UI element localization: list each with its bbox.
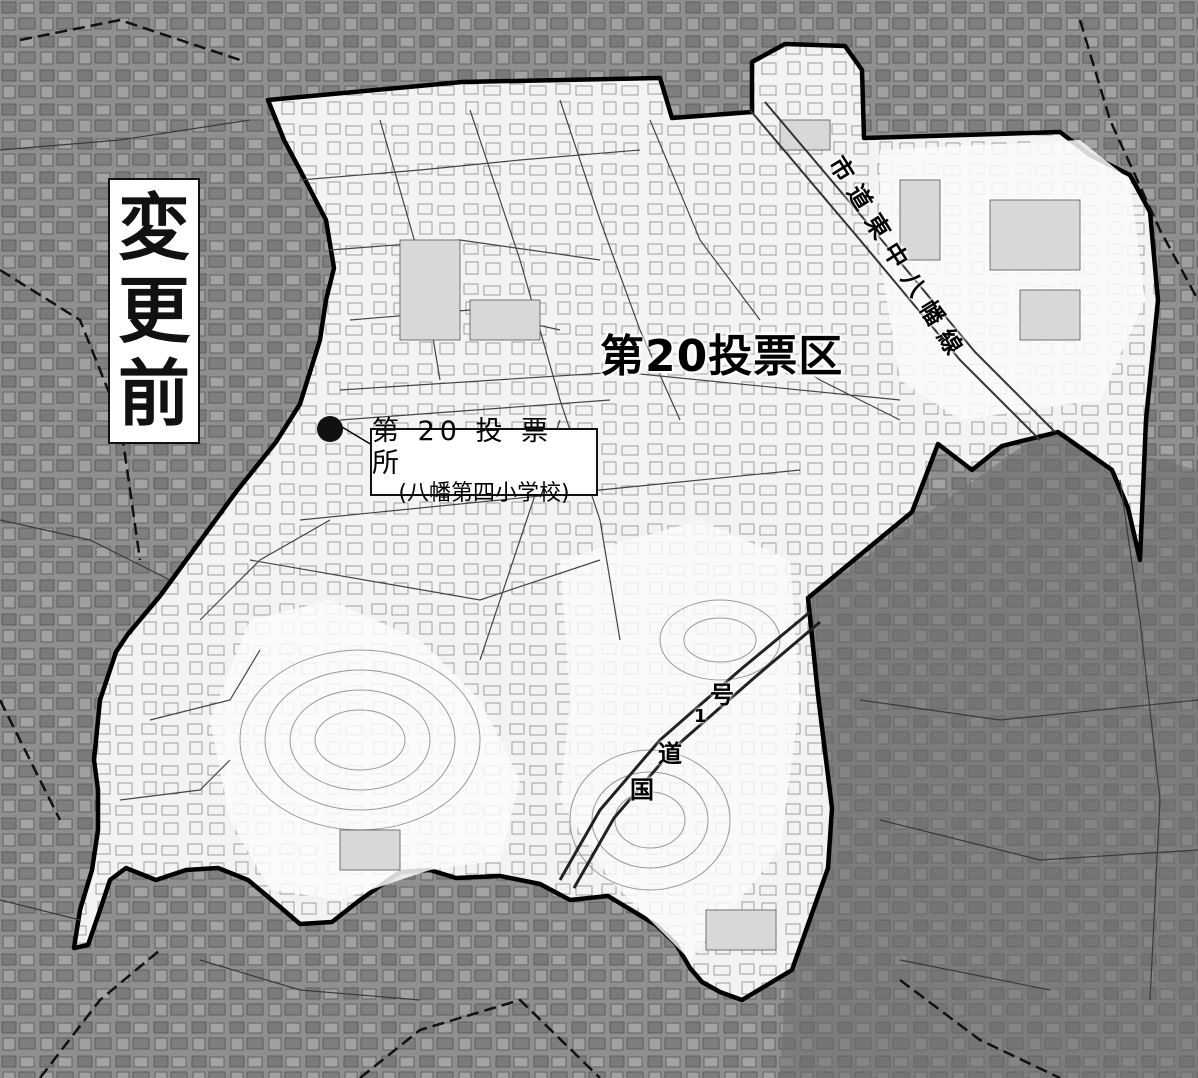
hill-area-east xyxy=(560,520,800,960)
highway-label-char: 国 xyxy=(630,776,654,804)
marker-leader-line xyxy=(341,426,373,446)
national-highway-edge xyxy=(572,620,821,889)
status-label-before-change: 変 更 前 xyxy=(108,178,200,444)
national-highway xyxy=(558,610,811,881)
polling-station-sublabel: (八幡第四小学校) xyxy=(398,481,570,506)
district-label: 第20投票区 xyxy=(600,331,844,382)
neighbor-district-shade xyxy=(780,430,1198,1078)
status-char: 前 xyxy=(117,352,190,437)
highway-label-char: 1 xyxy=(694,706,707,727)
dashed-admin-boundaries xyxy=(0,18,1198,1078)
status-char: 変 xyxy=(117,185,190,270)
polling-station-name: 第 20 投 票 所 xyxy=(372,416,554,479)
highway-label-char: 号 xyxy=(710,681,734,709)
outside-streets xyxy=(0,119,1198,1001)
municipal-road xyxy=(749,109,1041,441)
highway-label-char: 道 xyxy=(658,740,682,768)
municipal-road-edge xyxy=(764,101,1056,433)
polling-station-label: 第 20 投 票 所 (八幡第四小学校) xyxy=(370,416,598,506)
polling-station-marker[interactable] xyxy=(317,416,343,442)
building-blocks xyxy=(339,119,1081,951)
status-char: 更 xyxy=(117,268,190,353)
